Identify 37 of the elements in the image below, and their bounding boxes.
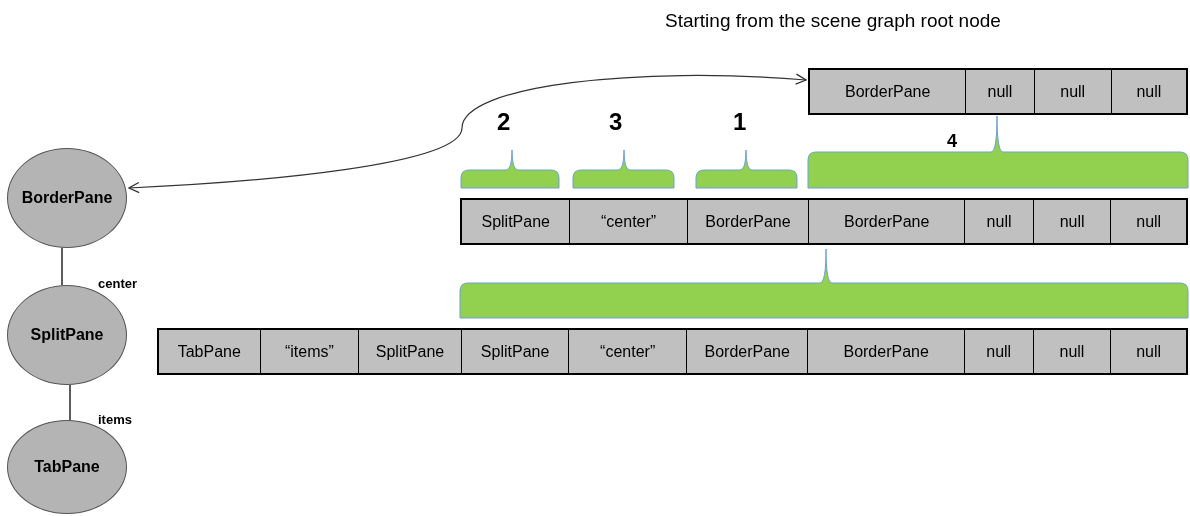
connector-line [69, 384, 71, 421]
array-row [808, 68, 1188, 115]
callout-number: 2 [497, 110, 511, 134]
array-cell: null [1032, 200, 1111, 243]
array-cell: null [1110, 330, 1186, 373]
array-cell: SplitPane [460, 330, 569, 373]
callout-number: 1 [733, 110, 747, 134]
array-cell-text: TabPane [176, 341, 242, 362]
array-cell: “items” [259, 330, 359, 373]
array-cell: “center” [569, 200, 687, 243]
array-row [460, 198, 1188, 245]
array-cell: BorderPane [807, 330, 964, 373]
array-cell: SplitPane [358, 330, 461, 373]
edge-label: items [98, 413, 132, 426]
array-cell-text: BorderPane [843, 81, 932, 102]
node-label: BorderPane [21, 189, 113, 207]
connector-line [61, 247, 63, 286]
callout-number: 3 [609, 110, 623, 134]
array-cell: null [963, 330, 1033, 373]
array-row [157, 328, 1188, 375]
node-label: SplitPane [30, 326, 104, 344]
array-cell: BorderPane [686, 200, 809, 243]
array-cell: null [1110, 200, 1186, 243]
callout-number: 4 [947, 132, 957, 150]
array-cell: null [1032, 330, 1111, 373]
edge-label: center [98, 277, 138, 290]
array-cell-text: SplitPane [480, 211, 551, 232]
array-cell: BorderPane [685, 330, 808, 373]
array-cell: null [964, 200, 1033, 243]
node-label: TabPane [34, 458, 100, 476]
array-cell: null [1110, 70, 1186, 113]
title: Starting from the scene graph root node [665, 10, 1001, 32]
curved-arrow [128, 73, 807, 194]
array-cell: “center” [568, 330, 686, 373]
array-cell: null [965, 70, 1034, 113]
array-cell: null [1033, 70, 1111, 113]
array-cell: BorderPane [808, 200, 965, 243]
